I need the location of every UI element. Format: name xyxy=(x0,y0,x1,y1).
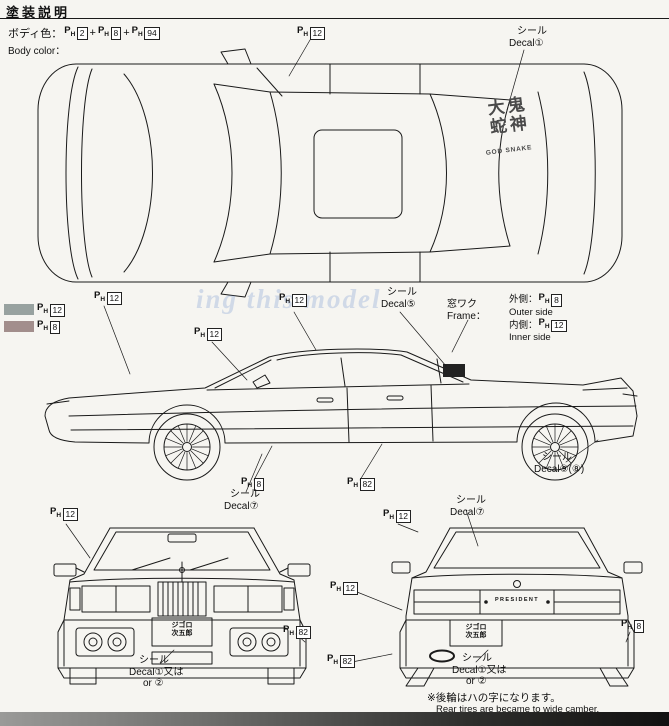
decal9-callout: シール Decal⑨(⑧) xyxy=(534,452,585,475)
president-badge: PRESIDENT xyxy=(494,597,540,603)
scan-watermark: ing this model xyxy=(196,284,382,314)
body-color-label-en: Body color： xyxy=(8,46,66,57)
window-frame-label: 窓ワク Frame： xyxy=(447,299,486,322)
rear-license-plate: ジゴロ 次五郎 xyxy=(465,624,487,639)
ph8-color-swatch xyxy=(4,321,34,332)
car-side-view xyxy=(44,348,638,481)
body-color-label-jp: ボディ色： xyxy=(8,28,63,40)
plus-sign: + xyxy=(123,27,130,39)
decal5-callout: シール Decal⑤ xyxy=(381,287,417,310)
decal1-callout: シール Decal① xyxy=(509,26,547,49)
god-snake-kanji: 鬼神大蛇 xyxy=(483,94,528,138)
camber-note-en: Rear tires are became to wide camber. xyxy=(436,704,600,715)
scan-edge-band xyxy=(0,712,669,726)
decal7-side-callout: シール Decal⑦ xyxy=(224,489,260,512)
page-title: 塗装説明 xyxy=(6,5,71,20)
front-license-plate: ジゴロ 次五郎 xyxy=(171,622,193,637)
car-front-view xyxy=(53,527,311,685)
leader-lines xyxy=(65,39,631,665)
decal1or2-front-callout: シール Decal①又は or ② xyxy=(129,655,184,689)
header-rule: 塗装説明 xyxy=(0,0,669,20)
decal1or2-rear-callout: シール Decal①又は or ② xyxy=(452,653,507,687)
decal7-rear-callout: シール Decal⑦ xyxy=(450,495,486,518)
car-rear-view xyxy=(391,527,643,687)
god-snake-text: GOD SNAKE xyxy=(485,144,533,157)
ph12-color-swatch xyxy=(4,304,34,315)
camber-note-jp: ※後輪はハの字になります。 xyxy=(427,692,561,704)
car-top-view xyxy=(37,48,623,298)
plus-sign: + xyxy=(89,27,96,39)
